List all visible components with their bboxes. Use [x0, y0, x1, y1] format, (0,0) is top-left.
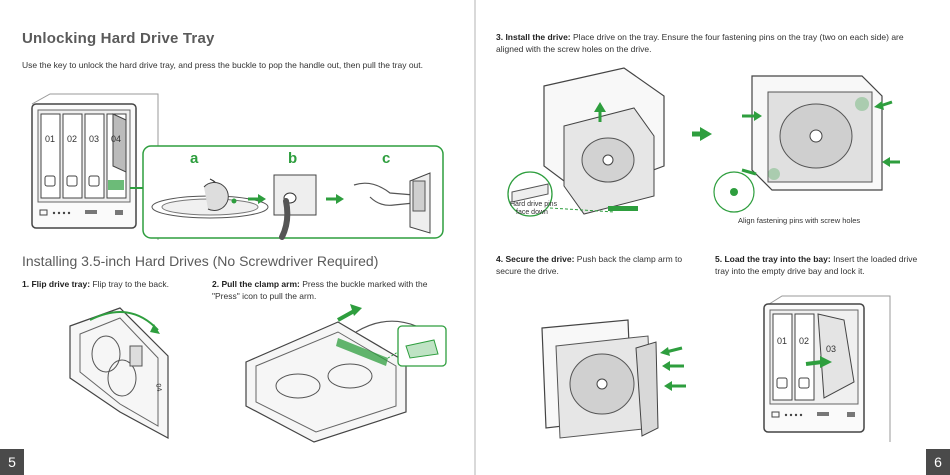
- bay-label: 02: [799, 336, 809, 346]
- bay-label: 01: [777, 336, 787, 346]
- step-4-label: 4. Secure the drive:: [496, 254, 575, 264]
- callout-c: c: [382, 150, 391, 167]
- flip-tray-illustration: 04: [69, 307, 169, 440]
- arrow-right-icon: [248, 194, 266, 204]
- drive-bays: [40, 113, 127, 199]
- arrow-right-icon: [326, 194, 344, 204]
- intro-text: Use the key to unlock the hard drive tra…: [22, 60, 424, 70]
- bay-label: 01: [45, 134, 55, 144]
- left-page: Unlocking Hard Drive Tray Use the key to…: [0, 0, 474, 475]
- step-2: 2. Pull the clamp arm: Press the buckle …: [212, 278, 442, 302]
- step-3-text: Place drive on the tray. Ensure the four…: [496, 32, 904, 54]
- align-caption: Align fastening pins with screw holes: [738, 216, 861, 225]
- pull-tray-illustration: [353, 172, 431, 234]
- bay-label: 02: [67, 134, 77, 144]
- bay-label: 04: [111, 134, 121, 144]
- step-1: 1. Flip drive tray: Flip tray to the bac…: [22, 278, 212, 290]
- step-2-text: Press the buckle marked with the "Press"…: [212, 279, 428, 301]
- step-4-text: Push back the clamp arm to secure the dr…: [496, 254, 683, 276]
- nas-enclosure-illustration: 01 02 03 04: [31, 93, 159, 240]
- right-page: 3. Install the drive: Place drive on the…: [476, 0, 950, 475]
- secure-drive-illustration: [541, 319, 686, 439]
- arrow-right-icon: [692, 127, 712, 141]
- pins-caption-line1: Hard drive pins: [510, 201, 558, 208]
- install-drive-illustration: [543, 67, 665, 215]
- press-buckle-illustration: [273, 174, 317, 240]
- step-2-label: 2. Pull the clamp arm:: [212, 279, 300, 289]
- bay-label: 03: [826, 344, 836, 354]
- callout-a: a: [190, 150, 199, 167]
- page-title: Unlocking Hard Drive Tray: [22, 30, 215, 47]
- step-5: 5. Load the tray into the bay: Insert th…: [715, 253, 920, 277]
- load-tray-illustration: 01 02 03: [763, 295, 891, 442]
- pins-caption-line2: face down: [516, 209, 548, 216]
- step-5-label: 5. Load the tray into the bay:: [715, 254, 831, 264]
- step-1-text: Flip tray to the back.: [92, 279, 169, 289]
- pins-detail-inset: [507, 171, 615, 217]
- page-number: 6: [926, 449, 950, 475]
- step-3-label: 3. Install the drive:: [496, 32, 571, 42]
- unlock-steps-panel: [142, 145, 444, 240]
- aligned-tray-illustration: [713, 75, 900, 213]
- svg-text:04: 04: [154, 383, 162, 392]
- callout-b: b: [288, 150, 298, 167]
- step-1-label: 1. Flip drive tray:: [22, 279, 91, 289]
- key-lock-illustration: [151, 178, 269, 219]
- step-4: 4. Secure the drive: Push back the clamp…: [496, 253, 696, 277]
- pull-clamp-arm-illustration: [245, 304, 447, 443]
- step-5-text: Insert the loaded drive tray into the em…: [715, 254, 918, 276]
- bay-label: 03: [89, 134, 99, 144]
- page-number: 5: [0, 449, 24, 475]
- step-3: 3. Install the drive: Place drive on the…: [496, 31, 926, 55]
- page-spine: [474, 0, 476, 475]
- section-title: Installing 3.5-inch Hard Drives (No Scre…: [22, 253, 379, 269]
